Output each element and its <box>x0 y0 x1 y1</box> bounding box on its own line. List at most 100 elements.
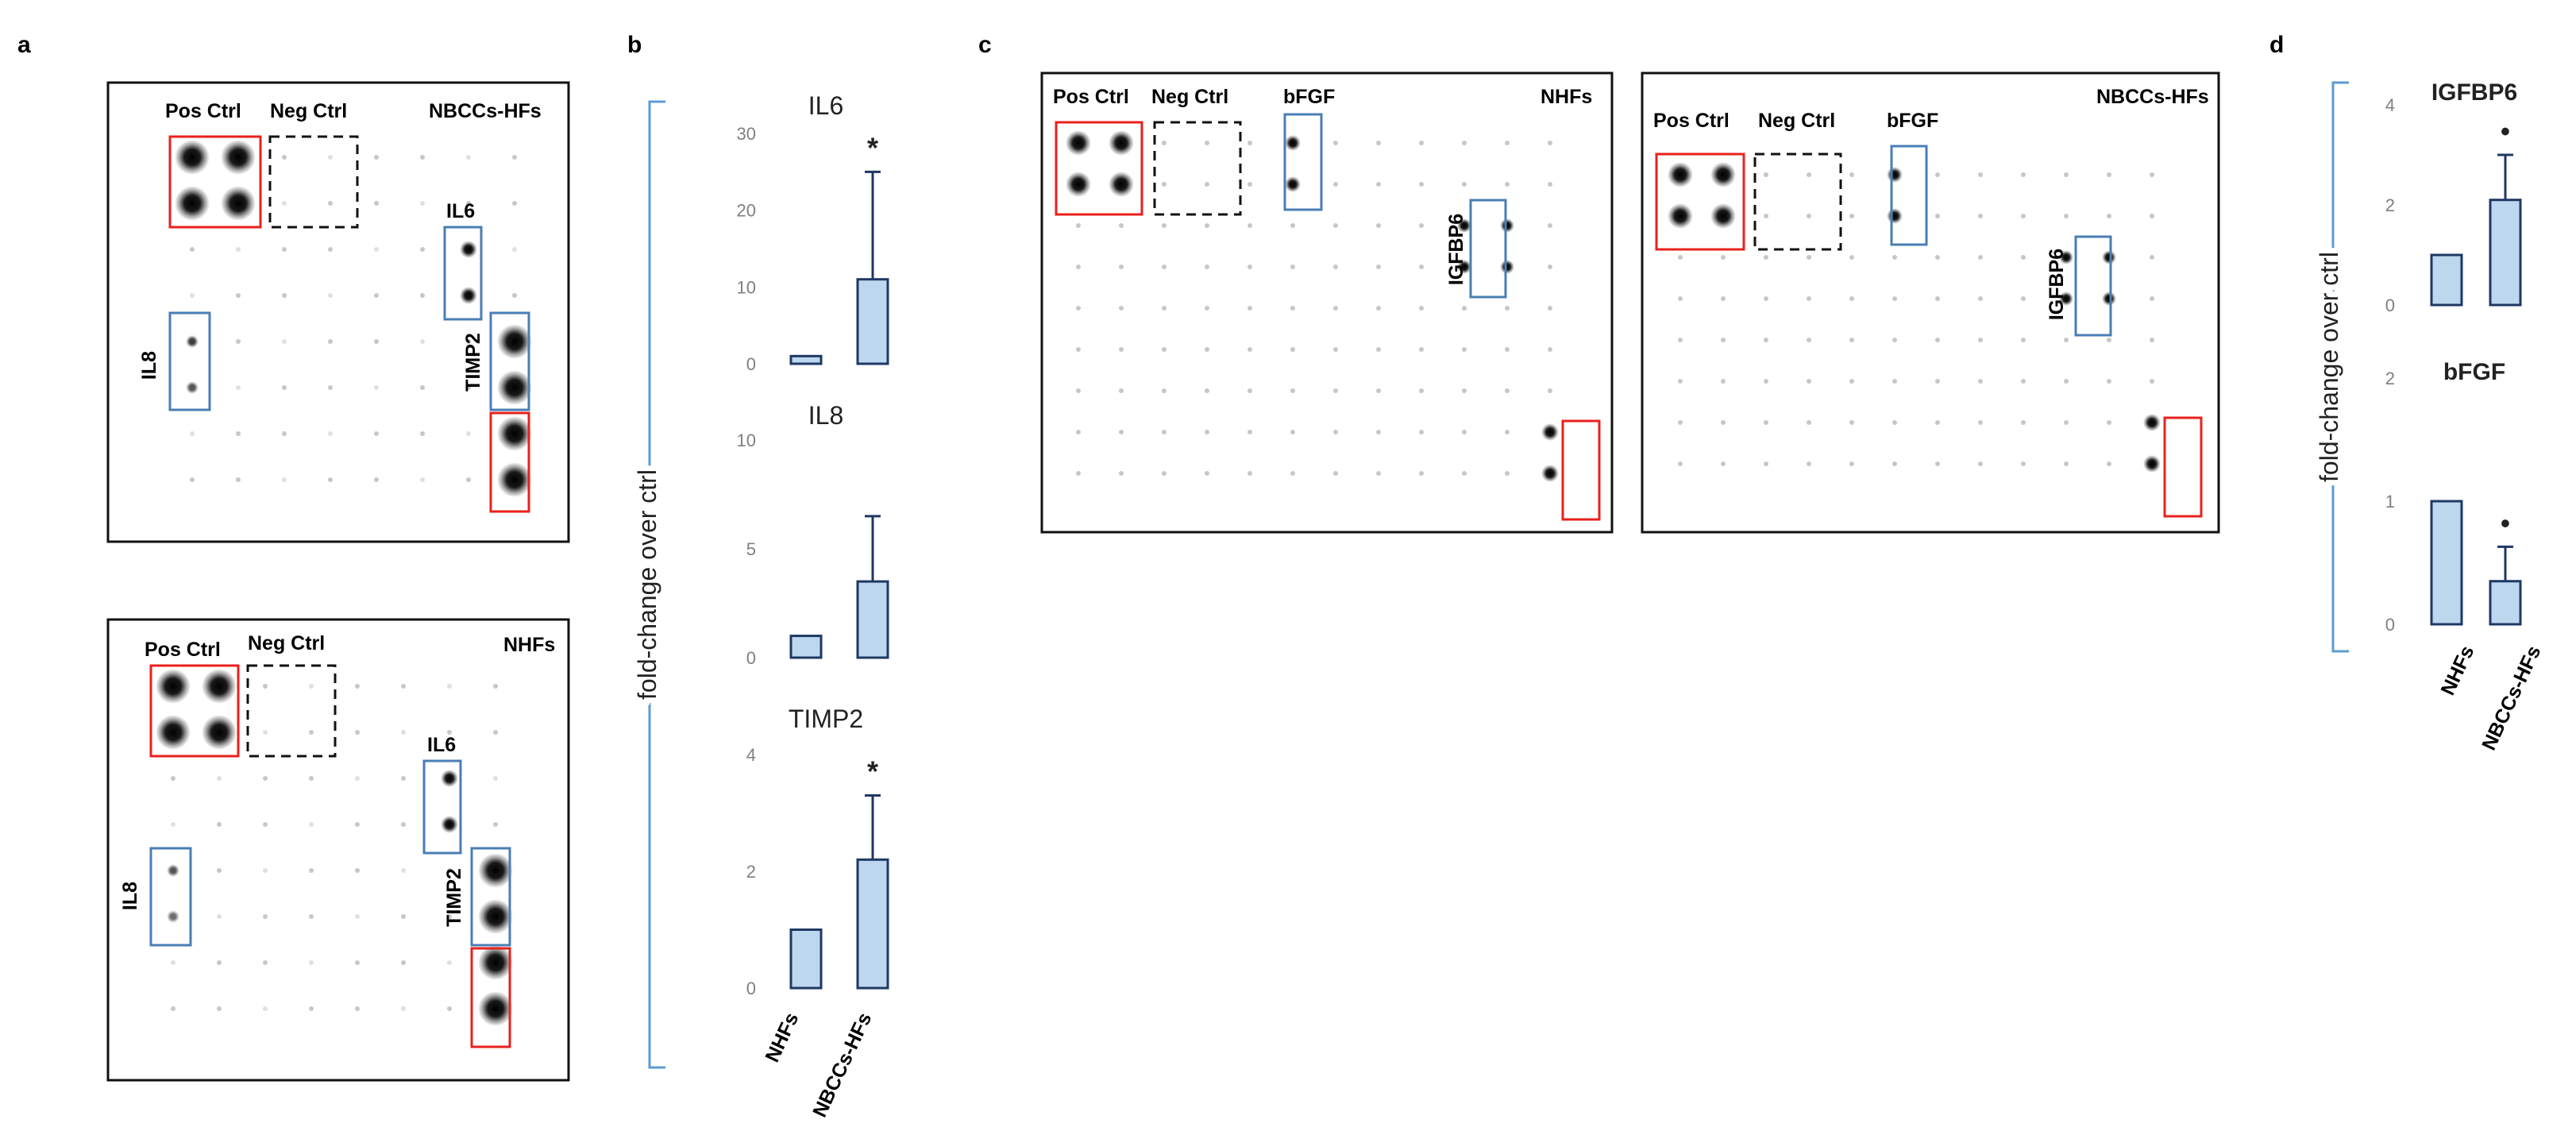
array-spot <box>1978 461 1983 466</box>
array-spot <box>1119 388 1124 393</box>
array-spot <box>1500 260 1514 274</box>
array-spot <box>1076 223 1081 228</box>
bfgf-box <box>1283 113 1323 211</box>
y-tick-label: 10 <box>737 430 756 450</box>
array-spot <box>1978 172 1983 177</box>
array-spot <box>282 247 287 252</box>
x-tick-label-nbccs-hfs: NBCCs-HFs <box>2478 643 2545 754</box>
array-spot <box>1109 130 1134 156</box>
array-spot <box>282 339 287 344</box>
ref-pos-box <box>2163 416 2203 518</box>
array-spot <box>282 431 287 436</box>
array-spot <box>328 201 333 206</box>
array-spot <box>1548 347 1552 352</box>
array-spot <box>1849 214 1854 218</box>
il8-box <box>149 847 192 947</box>
array-spot <box>447 684 452 689</box>
y-tick-label: 10 <box>737 277 756 297</box>
array-spot <box>167 910 179 923</box>
array-spot <box>478 945 513 980</box>
array-spot <box>1109 172 1134 197</box>
array-spot <box>1462 306 1467 311</box>
array-spot <box>1076 471 1081 476</box>
array-spot <box>217 868 222 873</box>
array-spot <box>236 431 241 436</box>
array-spot <box>175 186 210 221</box>
array-spot <box>355 868 360 873</box>
array-spot <box>497 370 532 405</box>
array-spot <box>1205 182 1209 187</box>
array-spot <box>2021 172 2026 177</box>
y-tick-label: 4 <box>2385 95 2395 115</box>
array-spot <box>2107 420 2111 425</box>
array-spot <box>1935 461 1940 466</box>
array-spot <box>202 669 237 704</box>
array-spot <box>447 868 452 873</box>
array-spot <box>497 324 532 359</box>
timp2-box <box>489 311 530 411</box>
array-spot <box>2064 420 2069 425</box>
ref-pos-box <box>470 947 511 1048</box>
array-spot <box>263 1006 268 1011</box>
array-spot <box>2021 379 2026 384</box>
array-spot <box>2064 379 2069 384</box>
array-spot <box>1066 172 1091 197</box>
array-spot <box>1807 214 1811 218</box>
array-spot <box>1285 135 1301 151</box>
pos-ctrl-box <box>149 664 240 758</box>
neg-ctrl-box <box>268 135 359 229</box>
array-spot <box>2107 379 2111 384</box>
y-tick-label: 0 <box>2385 295 2395 315</box>
array-spot <box>1205 471 1209 476</box>
array-spot <box>1333 306 1338 311</box>
array-spot <box>263 868 268 873</box>
array-spot <box>1162 182 1167 187</box>
y-tick-label: 30 <box>737 124 756 144</box>
array-spot <box>466 155 471 160</box>
array-spot <box>1849 255 1854 260</box>
blot-title: NBCCs-HFs <box>429 100 542 122</box>
array-spot <box>1076 306 1081 311</box>
array-spot <box>236 477 241 482</box>
array-spot <box>217 822 222 827</box>
array-spot <box>1887 208 1903 224</box>
array-spot <box>1721 461 1726 466</box>
array-spot <box>1205 264 1209 269</box>
array-spot <box>2143 414 2161 431</box>
pos-ctrl-box <box>1655 152 1745 251</box>
igfbp6-label: IGFBP6 <box>1445 214 1467 285</box>
array-spot <box>263 914 268 919</box>
array-spot <box>1807 172 1811 177</box>
array-spot <box>1248 430 1252 434</box>
array-spot <box>1978 214 1983 218</box>
array-spot <box>1678 420 1683 425</box>
y-tick-label: 2 <box>2385 369 2395 388</box>
array-spot <box>2107 461 2111 466</box>
x-tick-label-nbccs-hfs: NBCCs-HFs <box>808 1010 876 1121</box>
array-spot <box>1548 141 1552 145</box>
array-spot <box>282 477 287 482</box>
array-spot <box>1376 182 1381 187</box>
neg-ctrl-label: Neg Ctrl <box>1151 86 1228 108</box>
array-spot <box>309 914 314 919</box>
array-spot <box>1248 471 1252 476</box>
array-spot <box>236 339 241 344</box>
array-spot <box>1419 388 1424 393</box>
neg-ctrl-box <box>246 664 337 758</box>
array-spot <box>1721 255 1726 260</box>
array-spot <box>420 155 425 160</box>
array-spot <box>328 155 333 160</box>
array-spot <box>1978 379 1983 384</box>
significance-marker: • <box>2501 117 2510 147</box>
array-spot <box>2059 291 2073 306</box>
array-spot <box>441 816 458 833</box>
array-spot <box>1376 388 1381 393</box>
array-spot <box>374 339 379 344</box>
array-spot <box>1462 182 1467 187</box>
array-spot <box>420 293 425 298</box>
array-spot <box>1290 264 1295 269</box>
array-spot <box>374 477 379 482</box>
